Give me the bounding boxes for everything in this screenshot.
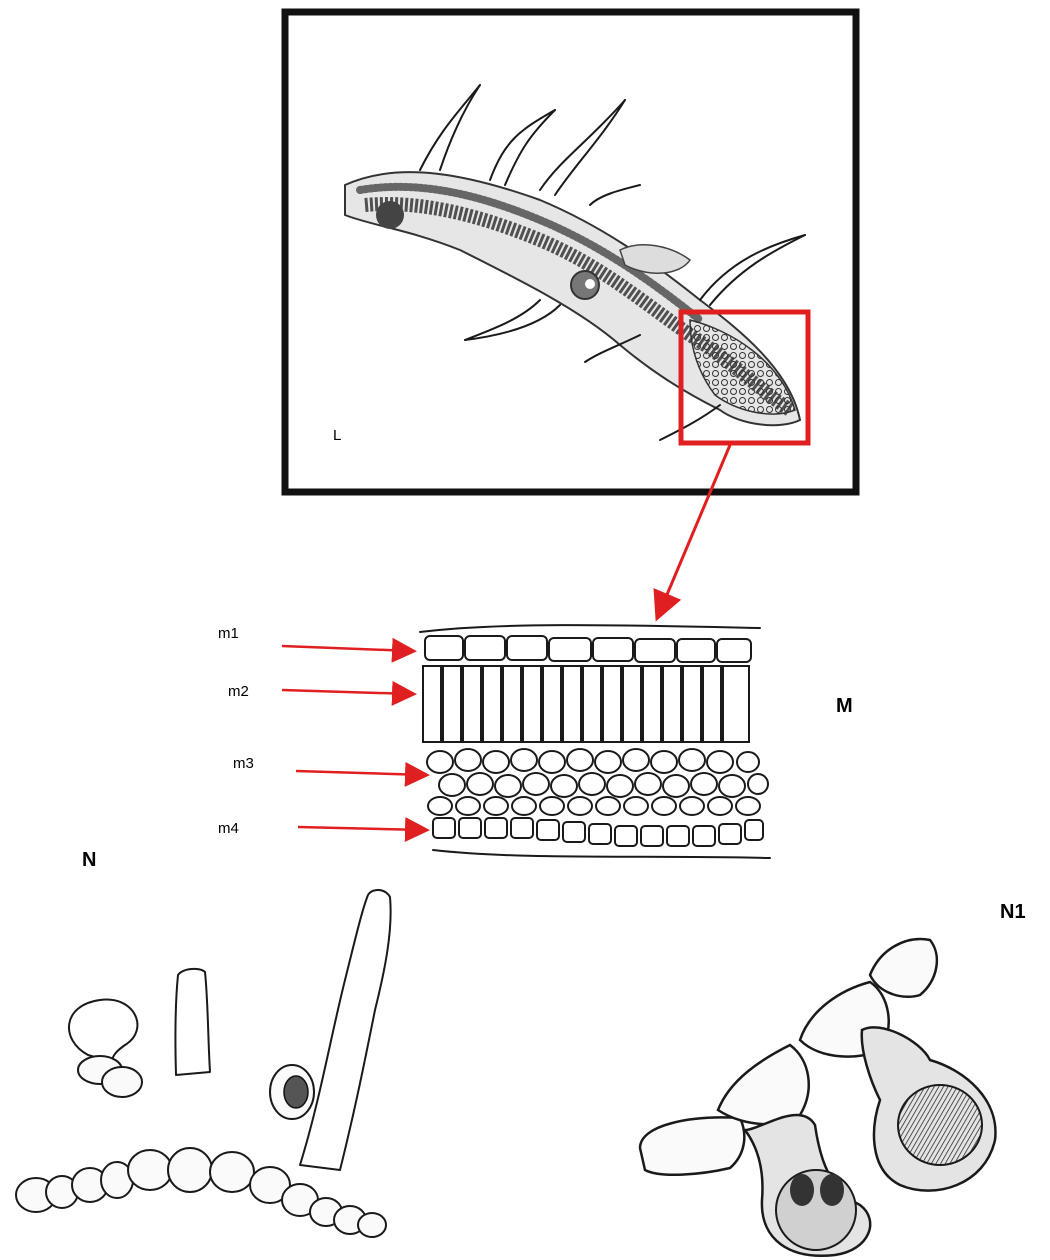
callout-label-m3: m3 <box>233 755 254 772</box>
panel-m-label: M <box>836 695 853 717</box>
layer-m3-cells <box>427 749 768 815</box>
callout-arrow-m2 <box>282 690 412 694</box>
base-cell-chain <box>16 1056 386 1237</box>
callout-arrow-m3 <box>296 771 425 775</box>
panel-l-label: L <box>333 427 341 444</box>
glandular-head <box>69 1000 137 1062</box>
panel-n-label: N <box>82 849 96 871</box>
panel-n1: N1 <box>640 901 1026 1256</box>
short-trichome <box>175 969 210 1075</box>
panel-n1-label: N1 <box>1000 901 1026 923</box>
layer-m2-cells <box>423 666 749 742</box>
callout-label-m1: m1 <box>218 625 239 642</box>
callout-arrow-m1 <box>282 646 412 651</box>
panel-m: m1 m2 m3 m4 M <box>218 625 853 858</box>
callout-label-m4: m4 <box>218 820 239 837</box>
panel-n: N <box>16 849 391 1237</box>
layer-m1-cells <box>425 636 751 662</box>
callout-label-m2: m2 <box>228 683 249 700</box>
tall-trichome <box>300 890 391 1170</box>
callout-arrow-m4 <box>298 827 425 830</box>
layer-m4-cells <box>433 818 763 846</box>
panel-l: L <box>285 12 856 492</box>
